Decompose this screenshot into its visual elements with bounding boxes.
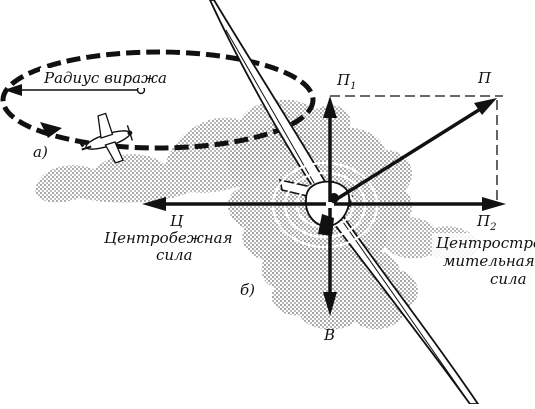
lift-horizontal-label: П2 (476, 212, 496, 233)
centripetal-caption-line1: Центростре- (436, 234, 535, 252)
centrifugal-caption-line2: сила (156, 246, 193, 264)
centripetal-caption-line2: мительная (443, 252, 535, 270)
centrifugal-letter-label: Ц (170, 212, 184, 230)
total-lift-label: П (477, 69, 492, 87)
part-b-label: б) (240, 281, 255, 299)
centripetal-caption-line3: сила (490, 270, 527, 288)
small-airplane-icon (75, 112, 134, 164)
turn-circle-part-a: Радиус виража а) (0, 49, 316, 164)
force-vectors (142, 95, 506, 316)
lift-vertical-arrowhead (323, 96, 337, 118)
turn-path-ellipse (0, 49, 316, 151)
turn-radius-label: Радиус виража (43, 69, 167, 87)
turn-direction-arrowhead (40, 122, 62, 138)
weight-arrowhead (323, 292, 337, 316)
weight-label: В (323, 326, 335, 344)
force-labels: П1 П П2 Ц В б) Центробежная сила Центрос… (100, 69, 535, 344)
centripetal-arrowhead (482, 197, 506, 211)
part-a-label: а) (33, 143, 48, 161)
centrifugal-caption-line1: Центробежная (104, 229, 233, 247)
total-lift-arrow-shaft (331, 106, 483, 204)
turn-radius-arrowhead (4, 84, 22, 96)
centrifugal-arrowhead (142, 197, 166, 211)
cloud-bottom (261, 239, 418, 330)
lift-vertical-label: П1 (336, 71, 356, 92)
total-lift-arrowhead (474, 98, 497, 115)
